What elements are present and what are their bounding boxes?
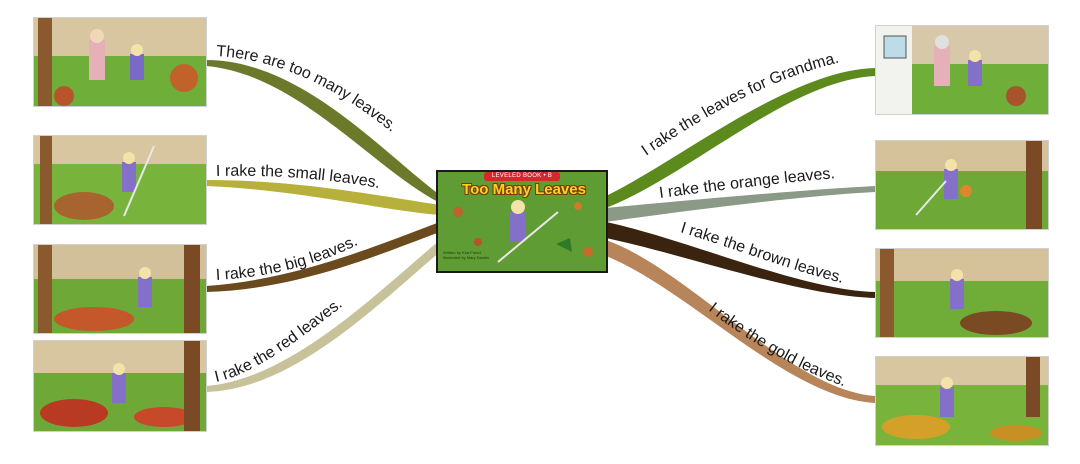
book-cover: LEVELED BOOK • B Too Many Leaves Written…	[436, 170, 608, 273]
branch-r4-connector	[606, 240, 875, 403]
illustration-icon	[34, 18, 206, 106]
branch-r1-label: I rake the leaves for Grandma.	[639, 50, 841, 160]
picture-r3	[875, 248, 1049, 338]
branch-l1-label: There are too many leaves.	[216, 43, 400, 135]
picture-r2	[875, 140, 1049, 230]
illustrator-credit: Illustrated by Mary Davies	[443, 255, 490, 260]
illustration-icon	[876, 26, 1048, 114]
picture-l3	[33, 244, 207, 334]
illustration-icon	[876, 141, 1048, 229]
branch-l2-connector	[206, 180, 440, 215]
illustration-icon	[34, 341, 206, 431]
branch-l3-connector	[206, 222, 440, 292]
picture-r1	[875, 25, 1049, 115]
picture-l4	[33, 340, 207, 432]
book-title: Too Many Leaves	[462, 181, 586, 198]
author-credit: Written by Kira Freed	[443, 250, 481, 255]
illustration-icon	[34, 245, 206, 333]
branch-r4-label: I rake the gold leaves.	[706, 300, 849, 390]
picture-l2	[33, 135, 207, 225]
illustration-icon	[876, 249, 1048, 337]
book-level-badge: LEVELED BOOK • B	[484, 172, 560, 181]
picture-r4	[875, 356, 1049, 446]
branch-l1-connector	[206, 60, 440, 203]
book-credits: Written by Kira Freed Illustrated by Mar…	[443, 250, 503, 260]
branch-r1-connector	[606, 68, 875, 208]
illustration-icon	[34, 136, 206, 224]
branch-r3-connector	[606, 222, 875, 298]
illustration-icon	[876, 357, 1048, 445]
picture-l1	[33, 17, 207, 107]
branch-r2-connector	[606, 186, 875, 222]
book-cover-illustration-icon	[438, 172, 606, 271]
